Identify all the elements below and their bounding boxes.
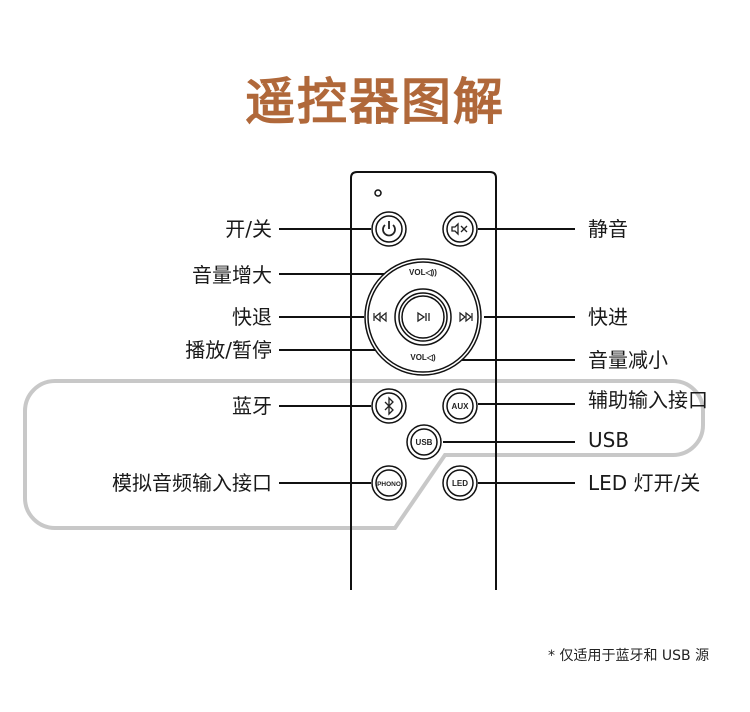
volume-up-button[interactable]: VOL◁)) — [409, 268, 437, 277]
label-bluetooth: 蓝牙 — [232, 394, 272, 418]
bluetooth-icon — [384, 396, 394, 416]
indicator-light-icon — [374, 189, 382, 197]
bluetooth-usb-highlight-outline — [23, 379, 705, 530]
led-button-label: LED — [452, 479, 468, 488]
label-play-pause: 播放/暂停 — [185, 338, 272, 362]
aux-button[interactable] — [442, 388, 478, 424]
label-led: LED 灯开/关 — [588, 471, 701, 495]
label-power: 开/关 — [225, 217, 272, 241]
mute-button[interactable] — [442, 211, 478, 247]
label-volume-down: 音量减小 — [588, 348, 668, 372]
label-rewind: 快退 — [232, 305, 272, 329]
footnote: * 仅适用于蓝牙和 USB 源 — [548, 648, 710, 664]
power-icon — [382, 221, 396, 237]
label-volume-up: 音量增大 — [192, 263, 272, 287]
phono-button-label: PHONO — [377, 481, 401, 488]
usb-button-label: USB — [416, 438, 433, 447]
label-aux-input: 辅助输入接口 — [588, 388, 708, 412]
page-title: 遥控器图解 — [245, 73, 505, 131]
aux-button-label: AUX — [452, 402, 470, 411]
mute-icon — [451, 222, 468, 236]
play-pause-icon — [417, 311, 430, 323]
label-phono-input: 模拟音频输入接口 — [112, 471, 272, 495]
next-track-icon — [459, 311, 473, 323]
label-forward: 快进 — [588, 305, 628, 329]
label-usb: USB — [588, 428, 630, 452]
phono-button[interactable] — [371, 465, 407, 501]
led-button[interactable] — [442, 465, 478, 501]
label-mute: 静音 — [588, 217, 628, 241]
remote-body — [350, 171, 497, 590]
previous-track-icon — [373, 311, 387, 323]
usb-button[interactable] — [406, 424, 442, 460]
volume-down-button[interactable]: VOL◁) — [410, 353, 436, 362]
